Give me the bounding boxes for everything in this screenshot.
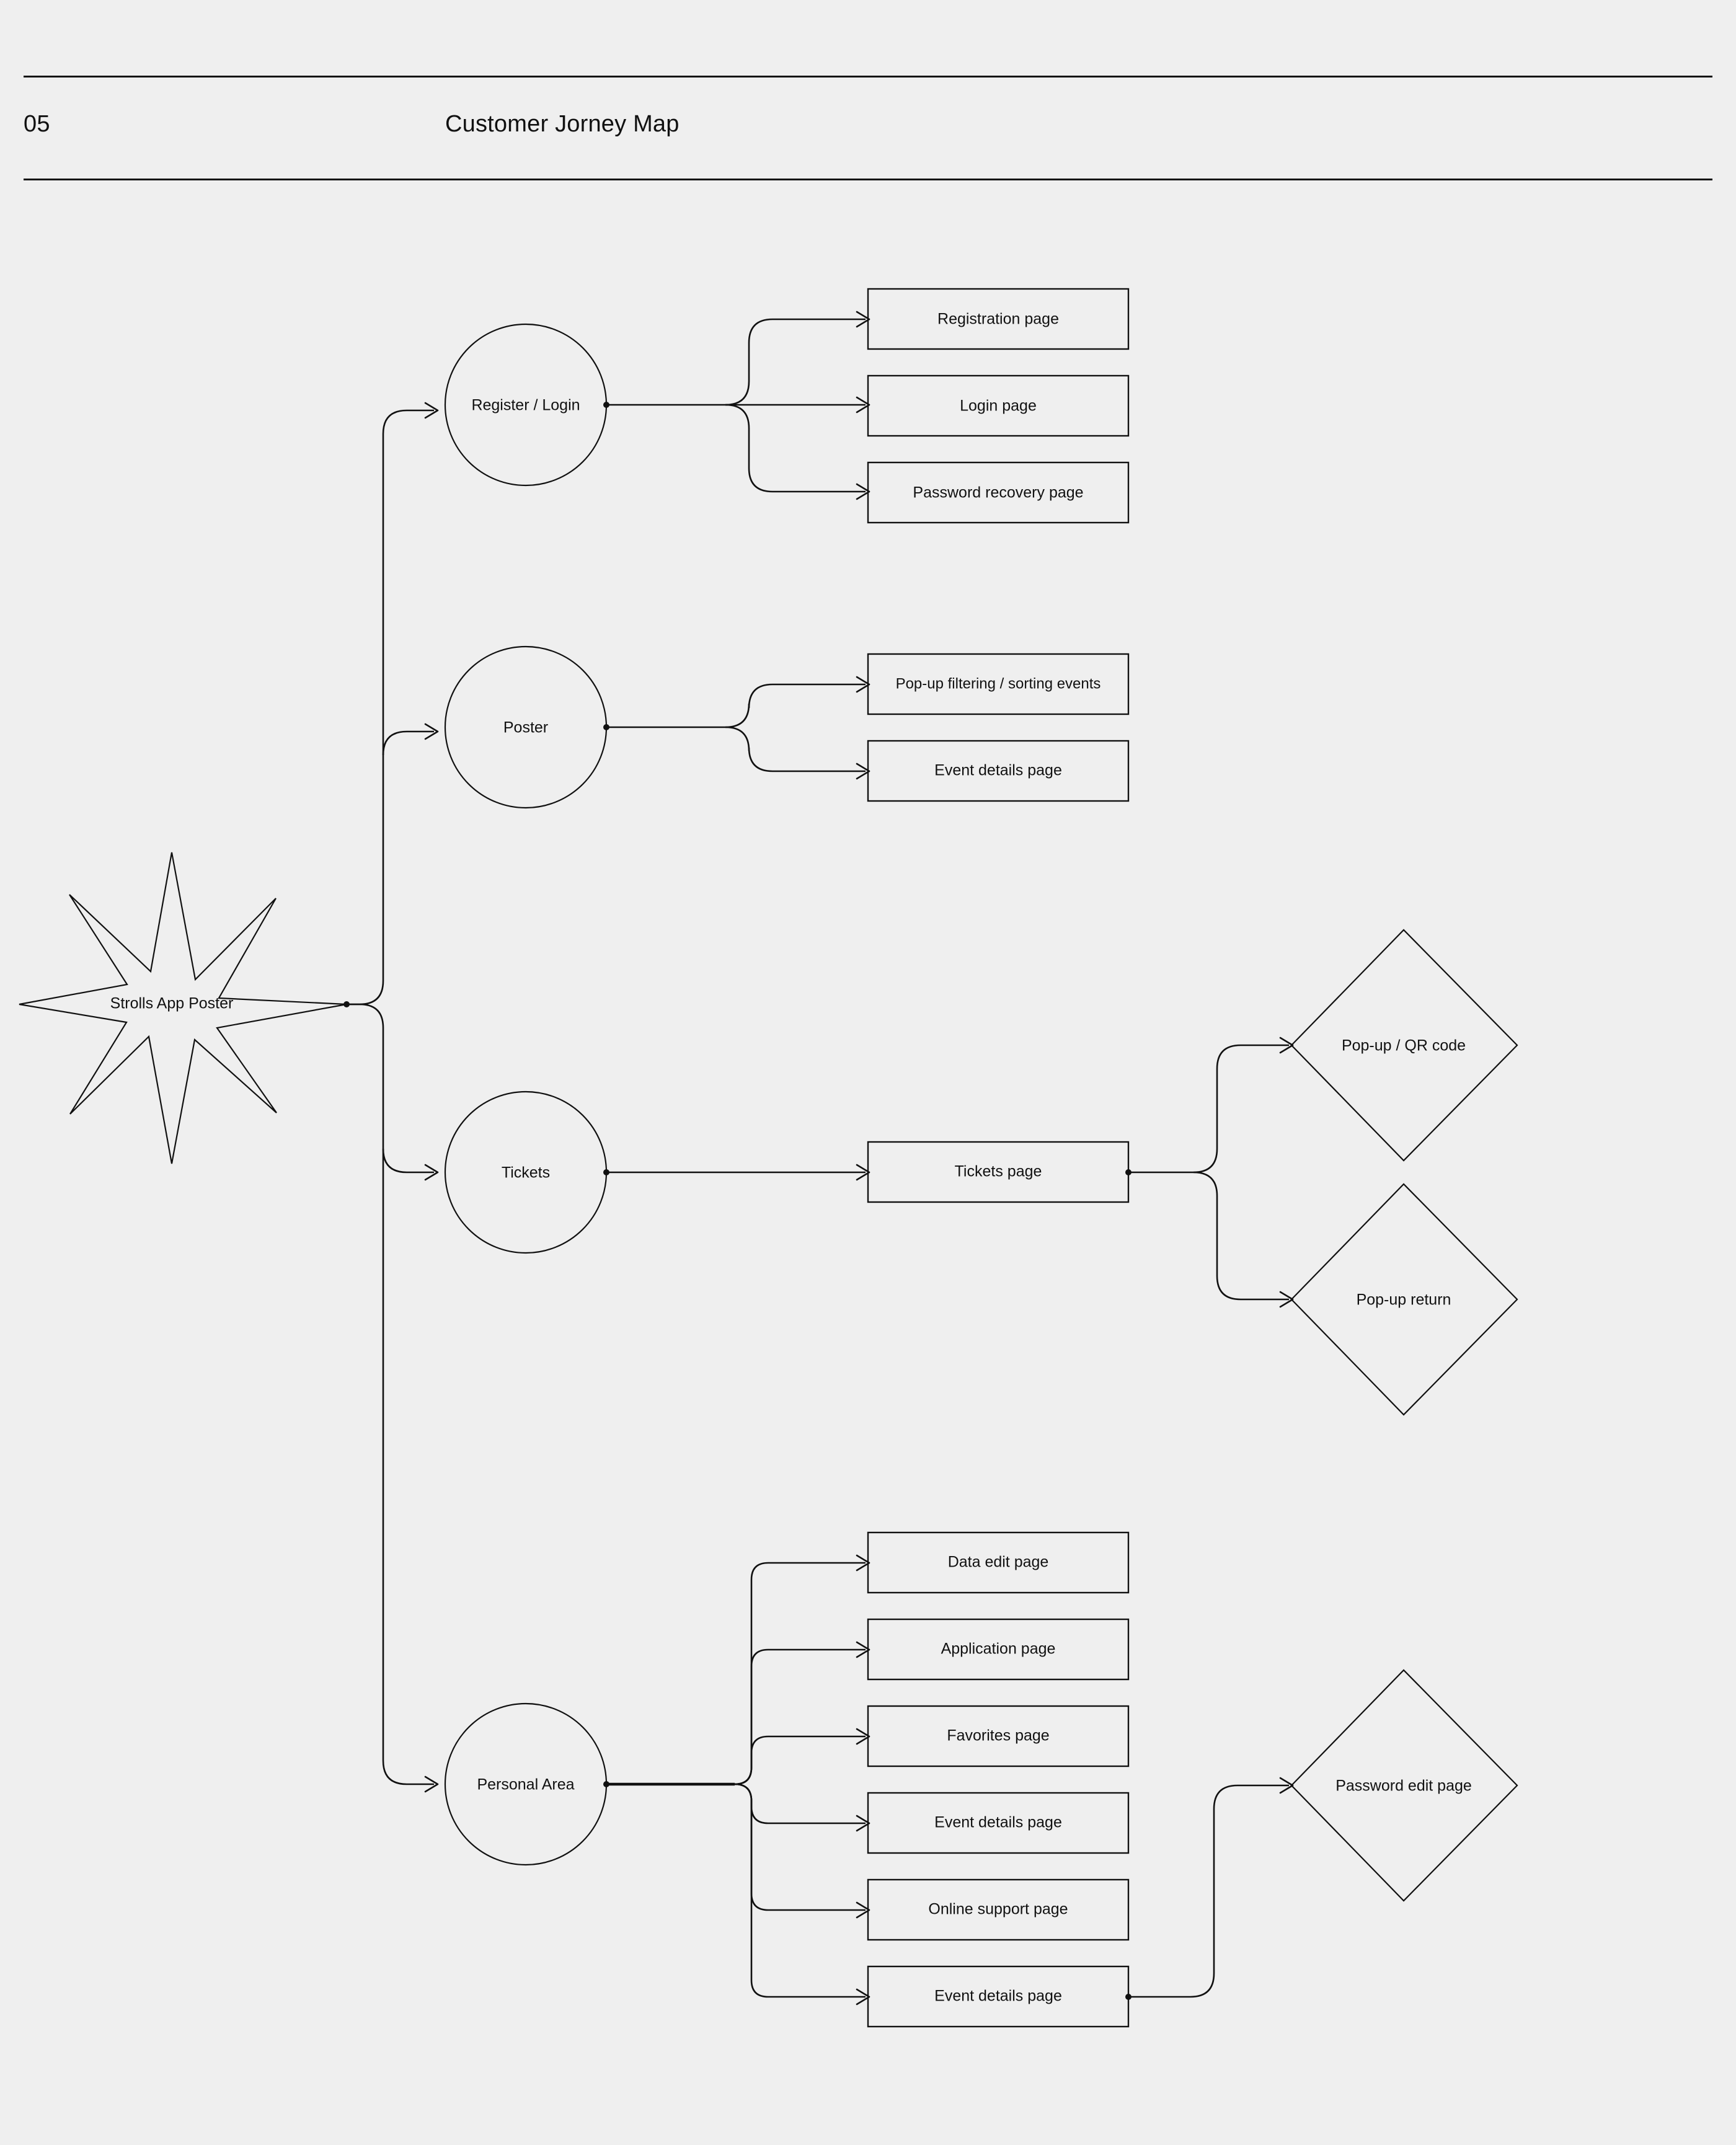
- rect-shape: [867, 653, 1130, 715]
- box-label: Online support page: [928, 1901, 1068, 1918]
- arrowhead-icon: [424, 402, 439, 419]
- box-label: Favorites page: [947, 1727, 1049, 1745]
- arrowhead-icon: [1279, 1037, 1294, 1054]
- diamond-label: Pop-up return: [1357, 1291, 1451, 1309]
- arrowhead-icon: [424, 1776, 439, 1793]
- box-label: Password recovery page: [913, 484, 1083, 502]
- arrowhead-icon: [856, 1728, 870, 1745]
- node-label: Tickets: [502, 1164, 550, 1182]
- arrowhead-icon: [856, 763, 870, 780]
- diamond-label: Password edit page: [1335, 1777, 1472, 1795]
- edge-to-event-details-page-2: [734, 1783, 866, 1998]
- strolls-app-poster-label: Strolls App Poster: [110, 995, 234, 1012]
- edge-to-popup-filtering: [725, 683, 866, 728]
- arrowhead-icon: [1279, 1291, 1294, 1308]
- rect-shape: [867, 288, 1130, 350]
- edge-to-event-details-poster: [725, 726, 866, 772]
- diamond-popup-return[interactable]: Pop-up return: [1290, 1183, 1518, 1416]
- diamond-password-edit-page[interactable]: Password edit page: [1290, 1669, 1518, 1902]
- box-label: Tickets page: [955, 1163, 1042, 1180]
- box-tickets-page[interactable]: Tickets page: [867, 1141, 1130, 1203]
- rect-shape: [867, 461, 1130, 524]
- edge-to-popup-return: [1193, 1171, 1289, 1301]
- rect-shape: [867, 1792, 1130, 1854]
- arrowhead-icon: [856, 1164, 870, 1181]
- edge-to-popup-qr-code: [1193, 1044, 1289, 1174]
- box-label: Application page: [941, 1640, 1056, 1658]
- arrowhead-icon: [856, 676, 870, 693]
- rect-shape: [867, 1878, 1130, 1941]
- box-label: Registration page: [937, 311, 1059, 328]
- trunk-edge: [347, 409, 434, 1006]
- trunk-edge-down: [347, 1003, 434, 1785]
- box-data-edit-page[interactable]: Data edit page: [867, 1531, 1130, 1594]
- box-event-details-page-poster[interactable]: Event details page: [867, 740, 1130, 802]
- node-strolls-app-poster[interactable]: Strolls App Poster: [19, 852, 347, 1164]
- rect-shape: [867, 374, 1130, 437]
- box-label: Data edit page: [948, 1554, 1049, 1571]
- node-tickets[interactable]: Tickets: [444, 1090, 608, 1254]
- arrowhead-icon: [856, 1988, 870, 2006]
- box-registration-page[interactable]: Registration page: [867, 288, 1130, 350]
- arrowhead-icon: [1279, 1777, 1294, 1794]
- edge-to-data-edit-page: [734, 1562, 866, 1785]
- box-label: Login page: [960, 397, 1037, 415]
- box-password-recovery-page[interactable]: Password recovery page: [867, 461, 1130, 524]
- box-online-support-page[interactable]: Online support page: [867, 1878, 1130, 1941]
- box-event-details-page-personal[interactable]: Event details page: [867, 1792, 1130, 1854]
- box-popup-filtering-sorting-events[interactable]: Pop-up filtering / sorting events: [867, 653, 1130, 715]
- node-poster[interactable]: Poster: [444, 645, 608, 809]
- edge-to-registration-page: [725, 318, 866, 406]
- arrowhead-icon: [856, 1641, 870, 1658]
- diamond-shape: [1290, 1183, 1518, 1416]
- edge-to-favorites-page: [734, 1735, 866, 1785]
- box-login-page[interactable]: Login page: [867, 374, 1130, 437]
- box-label: Event details page: [934, 1988, 1062, 2005]
- arrowhead-icon: [856, 1815, 870, 1832]
- diamond-shape: [1290, 929, 1518, 1162]
- arrowhead-icon: [856, 1901, 870, 1919]
- rect-shape: [867, 1618, 1130, 1681]
- box-event-details-page-2[interactable]: Event details page: [867, 1965, 1130, 2028]
- diamond-shape: [1290, 1669, 1518, 1902]
- arrowhead-icon: [856, 1554, 870, 1572]
- arrowhead-icon: [856, 483, 870, 500]
- box-favorites-page[interactable]: Favorites page: [867, 1705, 1130, 1767]
- page-number: 05: [24, 111, 50, 137]
- node-personal-area[interactable]: Personal Area: [444, 1702, 608, 1866]
- edge-to-password-recovery-page: [725, 404, 866, 493]
- arrowhead-icon: [424, 1164, 439, 1181]
- rect-shape: [867, 1705, 1130, 1767]
- box-label: Event details page: [934, 1814, 1062, 1831]
- node-register-login[interactable]: Register / Login: [444, 323, 608, 487]
- spine-branch-tickets: [382, 1148, 434, 1174]
- spine-branch-poster: [382, 730, 434, 756]
- node-label: Personal Area: [477, 1776, 574, 1793]
- header-rule-bottom: [24, 179, 1712, 180]
- page-title: Customer Jorney Map: [445, 111, 680, 137]
- arrowhead-icon: [856, 396, 870, 414]
- edge-to-event-details-page-personal: [734, 1783, 866, 1824]
- edge-to-online-support-page: [734, 1783, 866, 1911]
- diamond-label: Pop-up / QR code: [1342, 1037, 1466, 1055]
- arrowhead-icon: [856, 311, 870, 328]
- star-8-icon: [19, 852, 347, 1164]
- edge-to-application-page: [734, 1648, 866, 1785]
- edge-to-password-edit-page: [1128, 1784, 1289, 1998]
- box-label: Pop-up filtering / sorting events: [896, 675, 1101, 692]
- box-label: Event details page: [934, 762, 1062, 779]
- node-label: Poster: [503, 719, 548, 736]
- box-application-page[interactable]: Application page: [867, 1618, 1130, 1681]
- rect-shape: [867, 740, 1130, 802]
- header-rule-top: [24, 76, 1712, 77]
- diamond-popup-qr-code[interactable]: Pop-up / QR code: [1290, 929, 1518, 1162]
- rect-shape: [867, 1531, 1130, 1594]
- node-label: Register / Login: [471, 397, 580, 414]
- arrowhead-icon: [424, 723, 439, 740]
